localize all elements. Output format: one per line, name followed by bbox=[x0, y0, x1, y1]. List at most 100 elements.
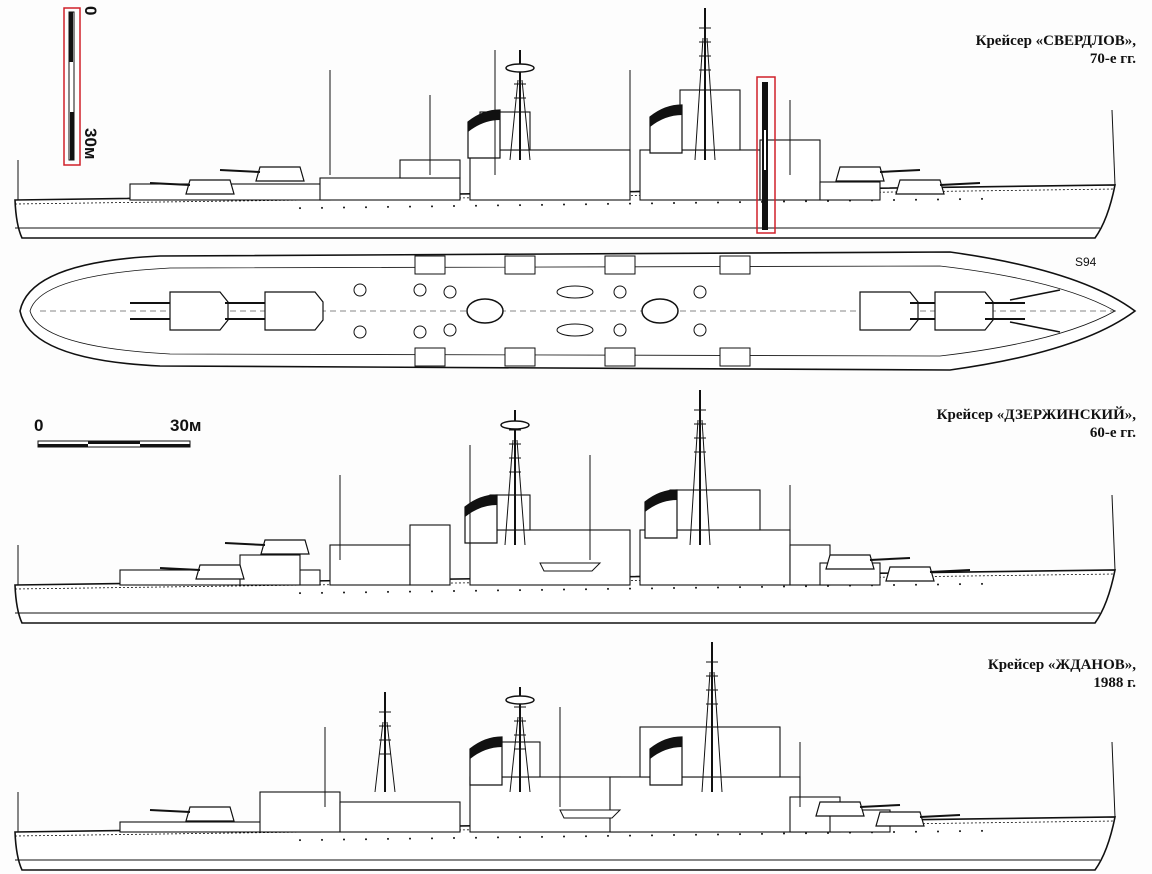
secondary-turret bbox=[414, 347, 446, 367]
porthole bbox=[805, 585, 807, 588]
porthole bbox=[981, 829, 983, 832]
scale-bar-segment bbox=[70, 112, 74, 160]
porthole bbox=[541, 588, 543, 591]
gun-turret bbox=[934, 291, 994, 331]
gun-barrel bbox=[159, 567, 201, 571]
porthole bbox=[475, 204, 477, 207]
scale-bar-2-end-label: 30м bbox=[170, 416, 202, 435]
jackstaff bbox=[1111, 494, 1116, 571]
porthole bbox=[695, 586, 697, 589]
porthole bbox=[497, 836, 499, 839]
ship-name: Крейсер «ЖДАНОВ», bbox=[987, 657, 1136, 673]
porthole bbox=[431, 205, 433, 208]
porthole bbox=[387, 837, 389, 840]
porthole bbox=[893, 584, 895, 587]
gun-barrel bbox=[939, 182, 981, 186]
gun-barrel bbox=[149, 182, 191, 186]
secondary-turret bbox=[504, 255, 536, 275]
mast-strut bbox=[509, 79, 519, 161]
gun-turret bbox=[815, 801, 865, 817]
ship-period: 70-е гг. bbox=[1089, 51, 1136, 67]
aa-mount bbox=[613, 285, 627, 299]
porthole bbox=[805, 200, 807, 203]
aa-mount bbox=[353, 283, 367, 297]
funnel-cap bbox=[470, 737, 502, 759]
gun-turret bbox=[895, 179, 945, 195]
porthole bbox=[321, 838, 323, 841]
sverdlov-side-profile bbox=[14, 8, 1116, 239]
superstructure-block bbox=[329, 544, 411, 586]
porthole bbox=[805, 832, 807, 835]
boat bbox=[556, 323, 594, 337]
scale-bar-vertical bbox=[63, 7, 81, 166]
porthole bbox=[915, 198, 917, 201]
porthole bbox=[783, 832, 785, 835]
highlight-box bbox=[63, 7, 81, 166]
mast-strut bbox=[689, 419, 699, 546]
deck-railing bbox=[14, 820, 1116, 837]
secondary-turret bbox=[604, 255, 636, 275]
porthole bbox=[409, 205, 411, 208]
porthole bbox=[409, 590, 411, 593]
porthole bbox=[321, 591, 323, 594]
porthole bbox=[563, 203, 565, 206]
mast-strut bbox=[701, 671, 711, 793]
porthole bbox=[585, 203, 587, 206]
porthole bbox=[651, 202, 653, 205]
gun-turret bbox=[859, 291, 919, 331]
mast-strut bbox=[521, 716, 531, 793]
porthole bbox=[893, 199, 895, 202]
superstructure-block bbox=[639, 529, 791, 586]
aa-mount bbox=[443, 285, 457, 299]
scale-bar-segment bbox=[38, 444, 88, 447]
porthole bbox=[585, 835, 587, 838]
mast-strut bbox=[374, 721, 384, 793]
porthole bbox=[695, 833, 697, 836]
scale-bar-segment bbox=[764, 130, 766, 170]
porthole bbox=[299, 207, 301, 210]
porthole bbox=[365, 591, 367, 594]
ship-period: 1988 г. bbox=[1093, 675, 1136, 691]
secondary-turret bbox=[504, 347, 536, 367]
secondary-turret bbox=[719, 347, 751, 367]
porthole bbox=[541, 203, 543, 206]
porthole bbox=[519, 204, 521, 207]
radar-antenna bbox=[505, 63, 535, 73]
aa-mount bbox=[413, 283, 427, 297]
funnel-cap bbox=[468, 110, 500, 132]
porthole bbox=[387, 205, 389, 208]
porthole bbox=[629, 587, 631, 590]
porthole bbox=[497, 204, 499, 207]
gun-turret bbox=[264, 291, 324, 331]
zhdanov-side-profile bbox=[14, 642, 1116, 871]
porthole bbox=[453, 837, 455, 840]
porthole bbox=[585, 588, 587, 591]
superstructure-block bbox=[469, 776, 621, 833]
mast-strut bbox=[713, 671, 723, 793]
porthole bbox=[431, 590, 433, 593]
porthole bbox=[563, 835, 565, 838]
porthole bbox=[519, 836, 521, 839]
porthole bbox=[959, 830, 961, 833]
porthole bbox=[299, 839, 301, 842]
highlight-box bbox=[756, 76, 776, 234]
funnel-top bbox=[641, 298, 679, 324]
scale-bar-1-end-label: 30м bbox=[81, 128, 100, 160]
superstructure-block bbox=[239, 554, 301, 586]
gun-barrel bbox=[224, 542, 266, 546]
ship-period: 60-е гг. bbox=[1089, 425, 1136, 441]
porthole bbox=[915, 583, 917, 586]
mast-strut bbox=[509, 716, 519, 793]
ship-title-zhdanov: Крейсер «ЖДАНОВ», 1988 г. bbox=[988, 656, 1136, 692]
funnel-cap bbox=[650, 105, 682, 127]
porthole bbox=[343, 838, 345, 841]
gun-turret bbox=[185, 179, 235, 195]
porthole bbox=[409, 837, 411, 840]
gun-barrel bbox=[219, 169, 261, 173]
radar-antenna bbox=[505, 695, 535, 705]
porthole bbox=[893, 831, 895, 834]
aa-mount bbox=[413, 325, 427, 339]
dzerzhinsky-side-profile bbox=[14, 390, 1116, 624]
gun-turret bbox=[255, 166, 305, 182]
